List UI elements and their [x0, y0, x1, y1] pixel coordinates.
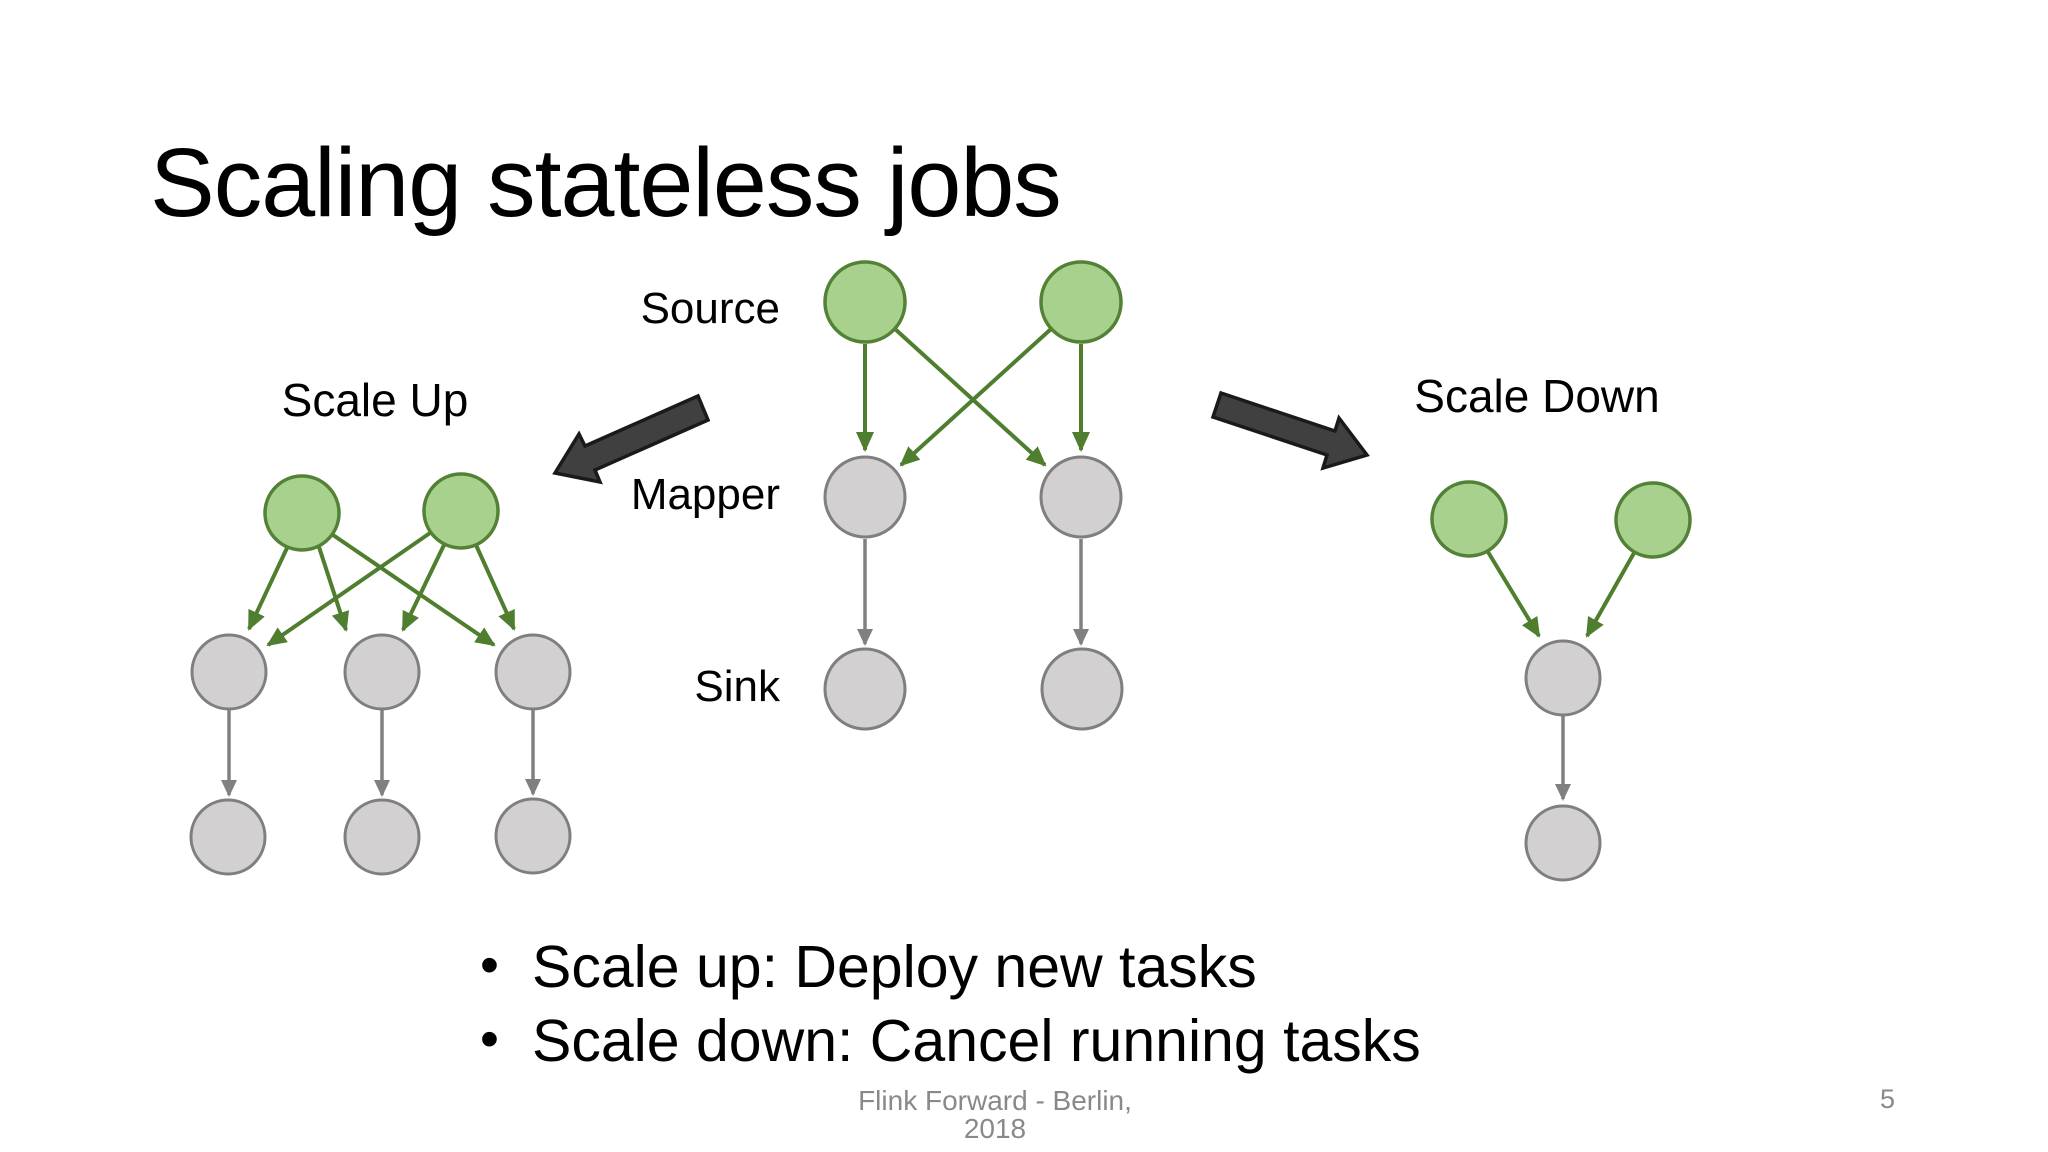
arrow-edge: [401, 544, 446, 632]
source-node: [422, 472, 500, 550]
sink-node: [189, 798, 267, 876]
mapper-node: [823, 455, 907, 539]
arrow-edge: [317, 546, 349, 632]
arrow-edge: [331, 533, 496, 647]
source-node: [1039, 260, 1123, 344]
bullet-list: Scale up: Deploy new tasks Scale down: C…: [470, 928, 1421, 1078]
sink-node: [1040, 647, 1124, 731]
scale-up-label: Scale Up: [281, 374, 469, 426]
scale-up-job-graph: [189, 472, 572, 876]
sink-node: [494, 797, 572, 875]
source-node: [263, 474, 341, 552]
arrow-edge: [266, 531, 432, 647]
mapper-node: [190, 633, 268, 711]
mapper-row-label: Mapper: [630, 470, 780, 519]
mapper-node: [1039, 455, 1123, 539]
mapper-node: [494, 633, 572, 711]
scale-down-block-arrow-icon: [1210, 390, 1370, 471]
arrow-edge: [247, 547, 289, 631]
sink-node: [343, 798, 421, 876]
current-job-graph: [823, 260, 1124, 731]
mapper-node: [1524, 639, 1602, 717]
arrow-edge: [1585, 552, 1636, 638]
sink-node: [823, 647, 907, 731]
source-row-label: Source: [640, 284, 780, 333]
arrow-edge: [893, 327, 1047, 467]
bullet-scale-down: Scale down: Cancel running tasks: [470, 1002, 1421, 1078]
scale-up-block-arrow-icon: [552, 393, 711, 485]
page-number: 5: [1879, 1084, 1895, 1114]
scale-down-job-graph: [1430, 480, 1692, 882]
source-node: [1430, 480, 1508, 558]
sink-node: [1524, 804, 1602, 882]
bullet-scale-up: Scale up: Deploy new tasks: [470, 928, 1421, 1004]
sink-row-label: Sink: [694, 662, 780, 711]
footer-text: Flink Forward - Berlin, 2018: [858, 1085, 1132, 1144]
mapper-node: [343, 633, 421, 711]
source-node: [1614, 481, 1692, 559]
arrow-edge: [474, 544, 516, 631]
scale-down-label: Scale Down: [1414, 370, 1660, 422]
arrow-edge: [1486, 550, 1541, 638]
arrow-edge: [899, 327, 1053, 467]
slide-title: Scaling stateless jobs: [150, 128, 1062, 237]
source-node: [823, 260, 907, 344]
